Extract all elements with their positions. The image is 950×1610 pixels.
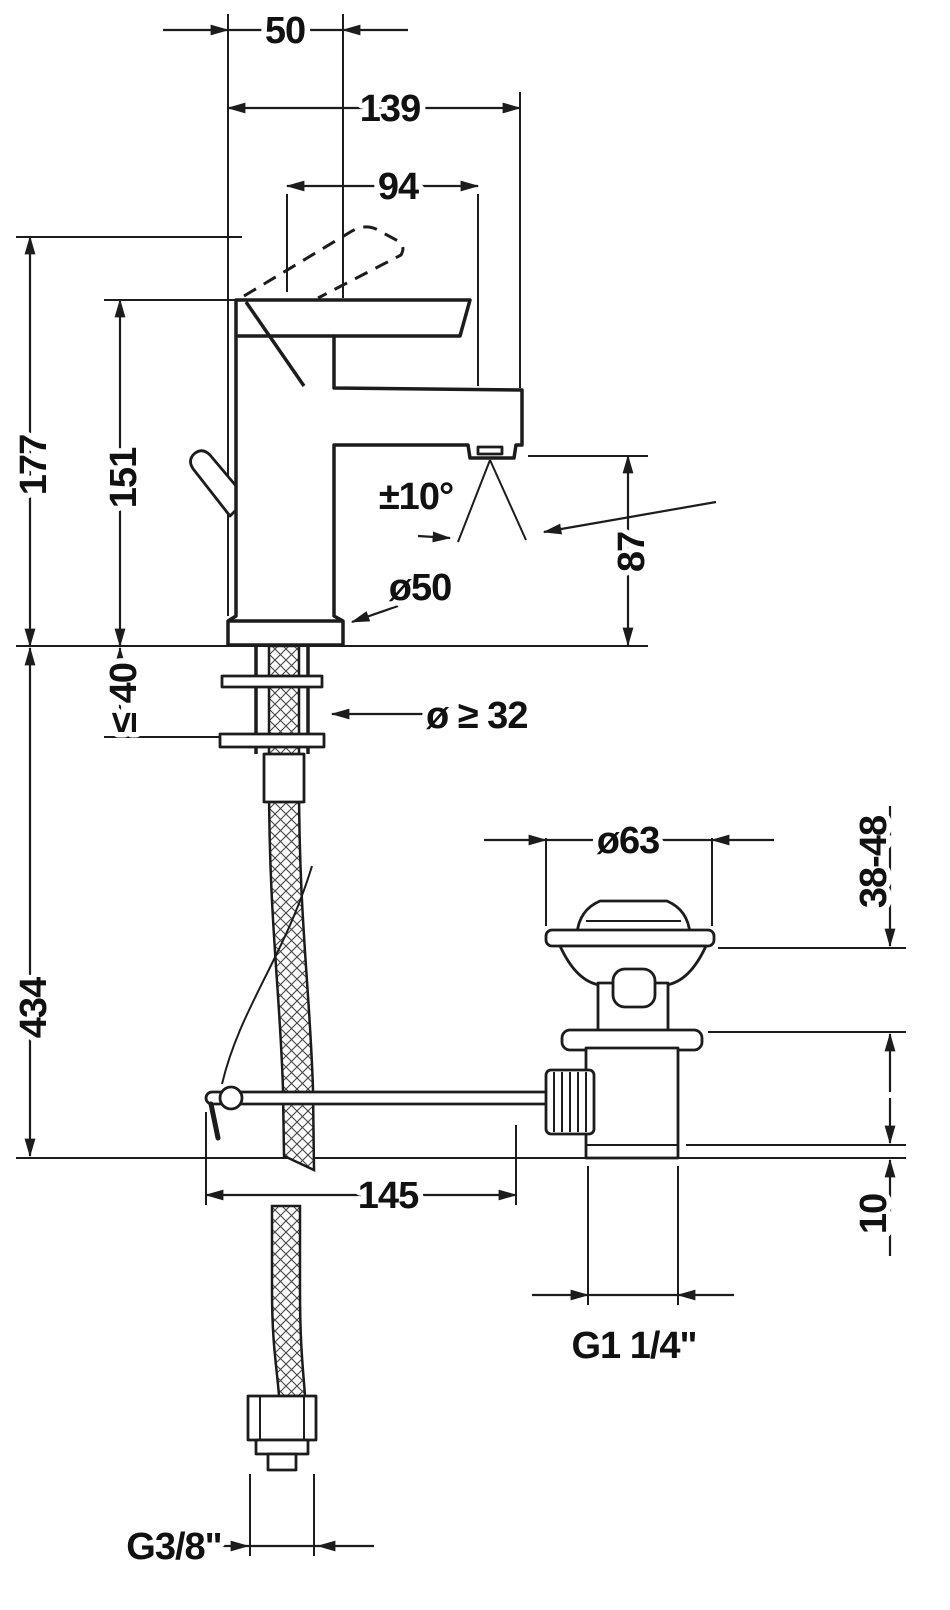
extension-lines (16, 14, 906, 1556)
dim-total-height: 177 (13, 435, 55, 495)
dim-base-diameter: ø50 (389, 567, 451, 609)
dim-adjustment: 10 (853, 1194, 895, 1234)
rod-hook (208, 1101, 221, 1141)
dim-hose-length: 434 (13, 977, 55, 1038)
dim-top-width: 50 (265, 10, 305, 52)
clamp-nut (544, 1068, 596, 1136)
dim-hose-thread: G3/8" (126, 1526, 221, 1568)
dim-rod-to-waste: 145 (358, 1175, 419, 1217)
tailpipe (584, 1046, 680, 1160)
mounting-nut (218, 732, 326, 749)
shank-end (262, 752, 306, 804)
dim-max-deck-thickness: ≤ 40 (103, 663, 145, 733)
dim-swivel-angle: ±10° (379, 476, 453, 518)
dim-body-height: 151 (103, 447, 145, 508)
dim-total-depth: 139 (360, 88, 420, 130)
dim-spout-reach: 94 (378, 166, 419, 208)
dim-tap-hole-diameter: ø ≥ 32 (426, 695, 527, 737)
pop-up-knob (189, 449, 249, 518)
waste-flange (544, 928, 716, 948)
mounting-washer (220, 674, 324, 689)
pop-up-wire (221, 865, 313, 1085)
dim-outlet-height: 87 (611, 532, 653, 572)
dim-waste-thread: G1 1/4" (571, 1325, 696, 1367)
braided-hose-lower (270, 1204, 307, 1398)
body-slant-line (244, 301, 306, 387)
dim-mounting-range: 38-48 (853, 816, 895, 908)
waste-drawing (544, 899, 716, 1160)
overflow-hole (611, 967, 657, 1009)
dimension-labels: 50 139 94 177 151 ±10° 87 ø50 ≤ 40 ø ≥ 3… (8, 5, 901, 1574)
lever-raised-dashed (243, 225, 405, 300)
faucet-drawing (189, 225, 566, 1472)
lift-rod (204, 1090, 566, 1106)
waste-plug-dome (575, 899, 692, 936)
dim-waste-flange-diameter: ø63 (597, 820, 659, 862)
aerator (476, 445, 504, 456)
rod-pivot (218, 1085, 244, 1111)
dimension-arrows (24, 24, 896, 1552)
spray-angle-lines (457, 459, 527, 543)
hose-connector (246, 1394, 318, 1472)
